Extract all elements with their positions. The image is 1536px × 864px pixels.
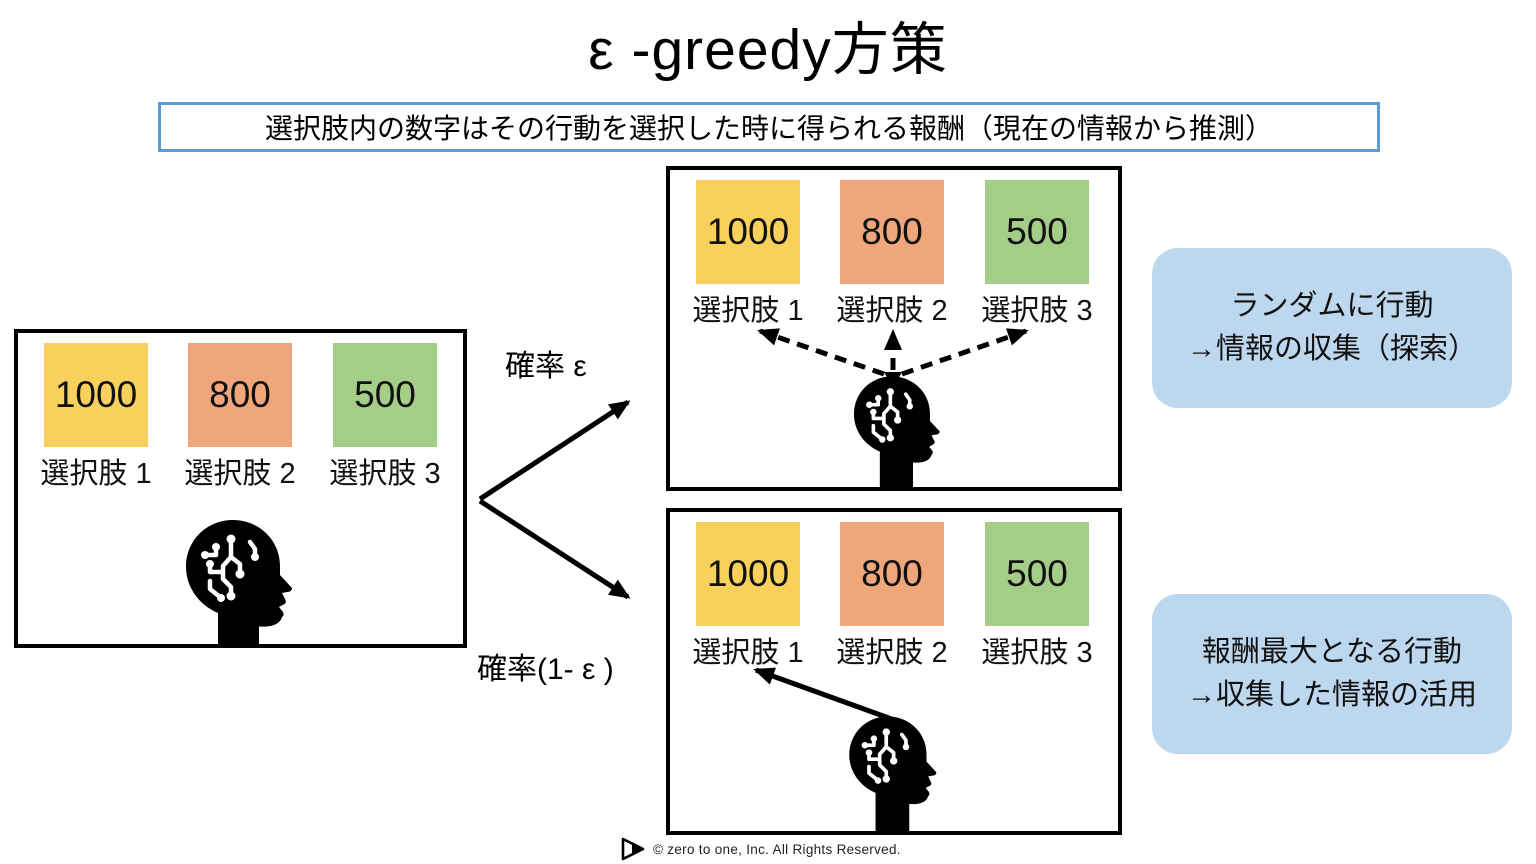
option2-value: 800 — [209, 374, 271, 415]
subtitle-note: 選択肢内の数字はその行動を選択した時に得られる報酬（現在の情報から推測） — [158, 102, 1380, 152]
zero-to-one-logo-icon — [621, 837, 645, 861]
option1-square: 1000 — [696, 180, 800, 284]
callout-exploitation: 報酬最大となる行動 →収集した情報の活用 — [1152, 594, 1512, 754]
footer: © zero to one, Inc. All Rights Reserved. — [620, 836, 901, 862]
option3-square: 500 — [333, 343, 437, 447]
option2-value: 800 — [861, 211, 923, 252]
copyright-text: © zero to one, Inc. All Rights Reserved. — [653, 841, 901, 857]
head-brain-icon — [847, 714, 939, 831]
option1-value: 1000 — [706, 211, 790, 252]
callout-exploration: ランダムに行動 →情報の収集（探索） — [1152, 248, 1512, 408]
head-brain-icon — [852, 374, 942, 487]
option3-value: 500 — [1006, 211, 1068, 252]
panel-explore-inner: 1000 800 500 選択肢 1 選択肢 2 選択肢 3 — [670, 170, 1118, 487]
probability-epsilon-label: 確率 ε — [505, 350, 587, 383]
option1-value: 1000 — [54, 374, 138, 415]
option3-label: 選択肢 3 — [981, 295, 1093, 327]
option2-label: 選択肢 2 — [836, 637, 948, 669]
arrow-epsilon-branch — [478, 399, 631, 502]
option1-label: 選択肢 1 — [40, 458, 152, 490]
option3-label: 選択肢 3 — [981, 637, 1093, 669]
arrow-one-minus-epsilon-branch — [478, 498, 631, 600]
option2-label: 選択肢 2 — [836, 295, 948, 327]
option3-value: 500 — [354, 374, 416, 415]
panel-exploit-inner: 1000 800 500 選択肢 1 選択肢 2 選択肢 3 — [670, 512, 1118, 831]
option3-square: 500 — [985, 180, 1089, 284]
option1-label: 選択肢 1 — [692, 637, 804, 669]
option2-square: 800 — [840, 522, 944, 626]
option2-square: 800 — [188, 343, 292, 447]
panel-initial-inner: 1000 800 500 選択肢 1 選択肢 2 選択肢 3 — [18, 333, 463, 644]
callout-exploitation-line1: 報酬最大となる行動 — [1201, 635, 1463, 668]
option3-square: 500 — [985, 522, 1089, 626]
option3-value: 500 — [1006, 553, 1068, 594]
panel-random-exploration: 1000 800 500 選択肢 1 選択肢 2 選択肢 3 — [666, 166, 1122, 491]
option1-square: 1000 — [44, 343, 148, 447]
probability-one-minus-epsilon-label: 確率(1- ε ) — [477, 653, 614, 686]
page-title: ε -greedy方策 — [588, 18, 948, 82]
option3-label: 選択肢 3 — [329, 458, 441, 490]
option2-square: 800 — [840, 180, 944, 284]
panel-greedy-exploitation: 1000 800 500 選択肢 1 選択肢 2 選択肢 3 — [666, 508, 1122, 835]
option1-value: 1000 — [706, 553, 790, 594]
callout-exploration-line1: ランダムに行動 — [1230, 289, 1434, 322]
callout-exploration-line2: →情報の収集（探索） — [1186, 333, 1477, 365]
callout-exploitation-line2: →収集した情報の活用 — [1186, 679, 1477, 711]
option2-value: 800 — [861, 553, 923, 594]
panel-initial-choices: 1000 800 500 選択肢 1 選択肢 2 選択肢 3 — [14, 329, 467, 648]
head-brain-icon — [176, 517, 300, 648]
option2-label: 選択肢 2 — [184, 458, 296, 490]
option1-label: 選択肢 1 — [692, 295, 804, 327]
option1-square: 1000 — [696, 522, 800, 626]
